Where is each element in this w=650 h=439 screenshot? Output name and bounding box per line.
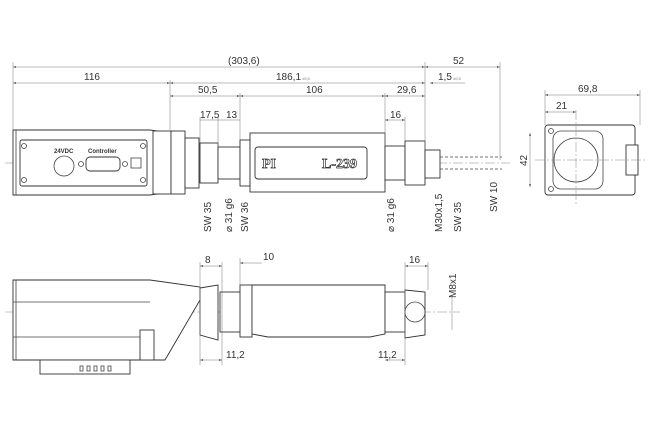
dim-rear-nut: 16 [390, 110, 402, 121]
model-label: L-239 [322, 157, 357, 172]
dim-front-flange: 50,5 [198, 85, 218, 96]
label-dia31-rear: ⌀ 31 g6 [386, 198, 397, 232]
actuator-body-side [251, 284, 386, 338]
top-dimensions [12, 62, 501, 160]
tolerance: ±0,5 [302, 76, 311, 81]
connector-block [39, 359, 131, 375]
label-sw35-rear: SW 35 [453, 202, 464, 232]
dim-thread: M8x1 [448, 273, 459, 298]
end-view: 69,8 21 42 [519, 84, 645, 205]
dim-overall-length: (303,6) [228, 56, 260, 67]
dim-rear-length: 29,6 [397, 85, 417, 96]
dim-offset-left: 11,2 [226, 350, 245, 361]
dim-nut-1: 17,5 [200, 110, 220, 121]
dim-end-height: 42 [519, 154, 530, 166]
nut-side [199, 284, 219, 341]
motor-housing-side [12, 279, 201, 361]
vertical-dimension-labels: SW 35 ⌀ 31 g6 SW 36 ⌀ 31 g6 M30x1,5 SW 3… [203, 182, 500, 232]
dim-collar-width: 10 [263, 252, 275, 263]
controller-label: Controller [88, 149, 117, 155]
label-m30: M30x1,5 [434, 193, 445, 232]
dim-body-length: 186,1 [276, 72, 301, 83]
dim-extension: 52 [453, 56, 465, 67]
dim-nut-2: 13 [226, 110, 238, 121]
tolerance: ±0,5 [453, 76, 462, 81]
controller-socket [85, 156, 121, 172]
top-view: 24VDC Controller PI L-239 [5, 56, 510, 232]
nut-sw35 [199, 142, 219, 184]
nut-sw36 [239, 139, 251, 187]
pi-logo: PI [262, 157, 276, 172]
dim-end-offset: 21 [556, 101, 568, 112]
dim-middle-length: 106 [306, 85, 323, 96]
dim-offset-right: 11,2 [378, 350, 397, 361]
dim-tip-width: 16 [409, 255, 421, 266]
side-view: 8 10 16 M8x1 11,2 11,2 [5, 252, 460, 375]
dim-tip-offset: 1,5 [438, 72, 452, 83]
label-dia31: ⌀ 31 g6 [224, 198, 235, 232]
dim-motor-length: 116 [84, 72, 100, 83]
nameplate [254, 146, 368, 180]
dim-end-width: 69,8 [578, 84, 598, 95]
power-socket [53, 155, 75, 177]
dim-nut-width: 8 [205, 255, 211, 266]
label-sw35: SW 35 [203, 202, 214, 232]
label-sw10: SW 10 [489, 182, 500, 212]
tip-side [404, 289, 426, 339]
connector-pins [79, 365, 112, 372]
label-sw36: SW 36 [240, 202, 251, 232]
power-label: 24VDC [54, 149, 74, 155]
